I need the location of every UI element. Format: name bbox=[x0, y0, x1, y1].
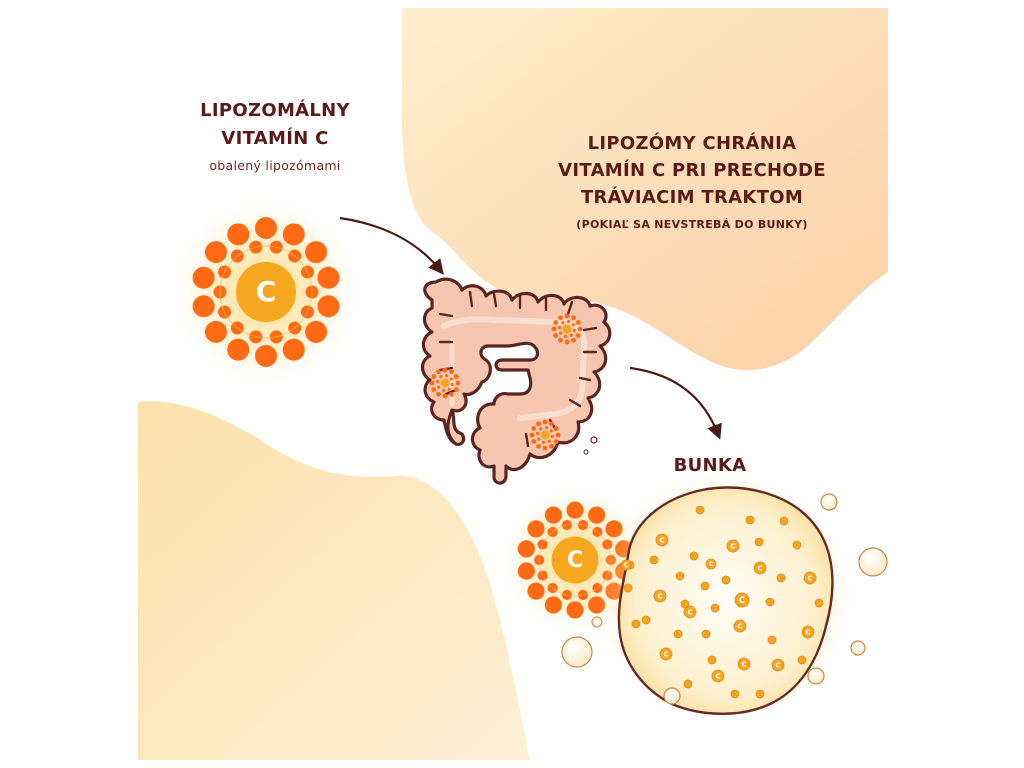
curved-arrow-icon bbox=[629, 366, 722, 440]
curved-arrow-icon bbox=[339, 216, 444, 275]
liposome-title-line2: VITAMÍN C bbox=[221, 128, 329, 149]
protection-line1: LIPOZÓMY CHRÁNIA bbox=[587, 133, 797, 154]
svg-text:C: C bbox=[687, 607, 692, 616]
protection-line2: VITAMÍN C PRI PRECHODE bbox=[558, 160, 826, 181]
svg-text:C: C bbox=[624, 562, 629, 569]
svg-text:C: C bbox=[775, 660, 780, 669]
cell-icon: C C C C C C C C C C C C C C C bbox=[596, 474, 852, 718]
protection-heading: LIPOZÓMY CHRÁNIA VITAMÍN C PRI PRECHODE … bbox=[514, 130, 870, 233]
vitamin-c-letter: C bbox=[256, 275, 277, 308]
svg-text:C: C bbox=[715, 671, 720, 680]
protection-note: (POKIAĽ SA NEVSTREBÁ DO BUNKY) bbox=[576, 218, 808, 231]
liposome-title-line1: LIPOZOMÁLNY bbox=[200, 100, 350, 121]
bubble-icon bbox=[561, 493, 888, 705]
svg-text:C: C bbox=[730, 541, 735, 550]
liposome-heading: LIPOZOMÁLNY VITAMÍN C obalený lipozómami bbox=[178, 97, 372, 175]
vitamin-c-letter: C bbox=[567, 548, 583, 573]
cell-heading: BUNKA bbox=[660, 454, 760, 478]
protection-line3: TRÁVIACIM TRAKTOM bbox=[580, 187, 804, 208]
svg-text:C: C bbox=[663, 649, 668, 658]
svg-text:C: C bbox=[805, 627, 810, 636]
svg-text:C: C bbox=[659, 535, 664, 544]
svg-text:C: C bbox=[757, 563, 762, 572]
svg-text:C: C bbox=[709, 561, 714, 568]
liposome-icon: C bbox=[174, 200, 358, 384]
svg-text:C: C bbox=[737, 621, 742, 630]
background-blob-bottom bbox=[138, 401, 530, 760]
svg-text:C: C bbox=[807, 573, 812, 582]
liposome-subtitle: obalený lipozómami bbox=[209, 158, 341, 173]
svg-text:C: C bbox=[739, 595, 745, 605]
svg-text:C: C bbox=[657, 591, 662, 600]
cell-title: BUNKA bbox=[673, 455, 747, 476]
svg-text:C: C bbox=[741, 659, 746, 668]
background-blob-top bbox=[402, 8, 888, 371]
liposome-icon bbox=[429, 313, 583, 451]
